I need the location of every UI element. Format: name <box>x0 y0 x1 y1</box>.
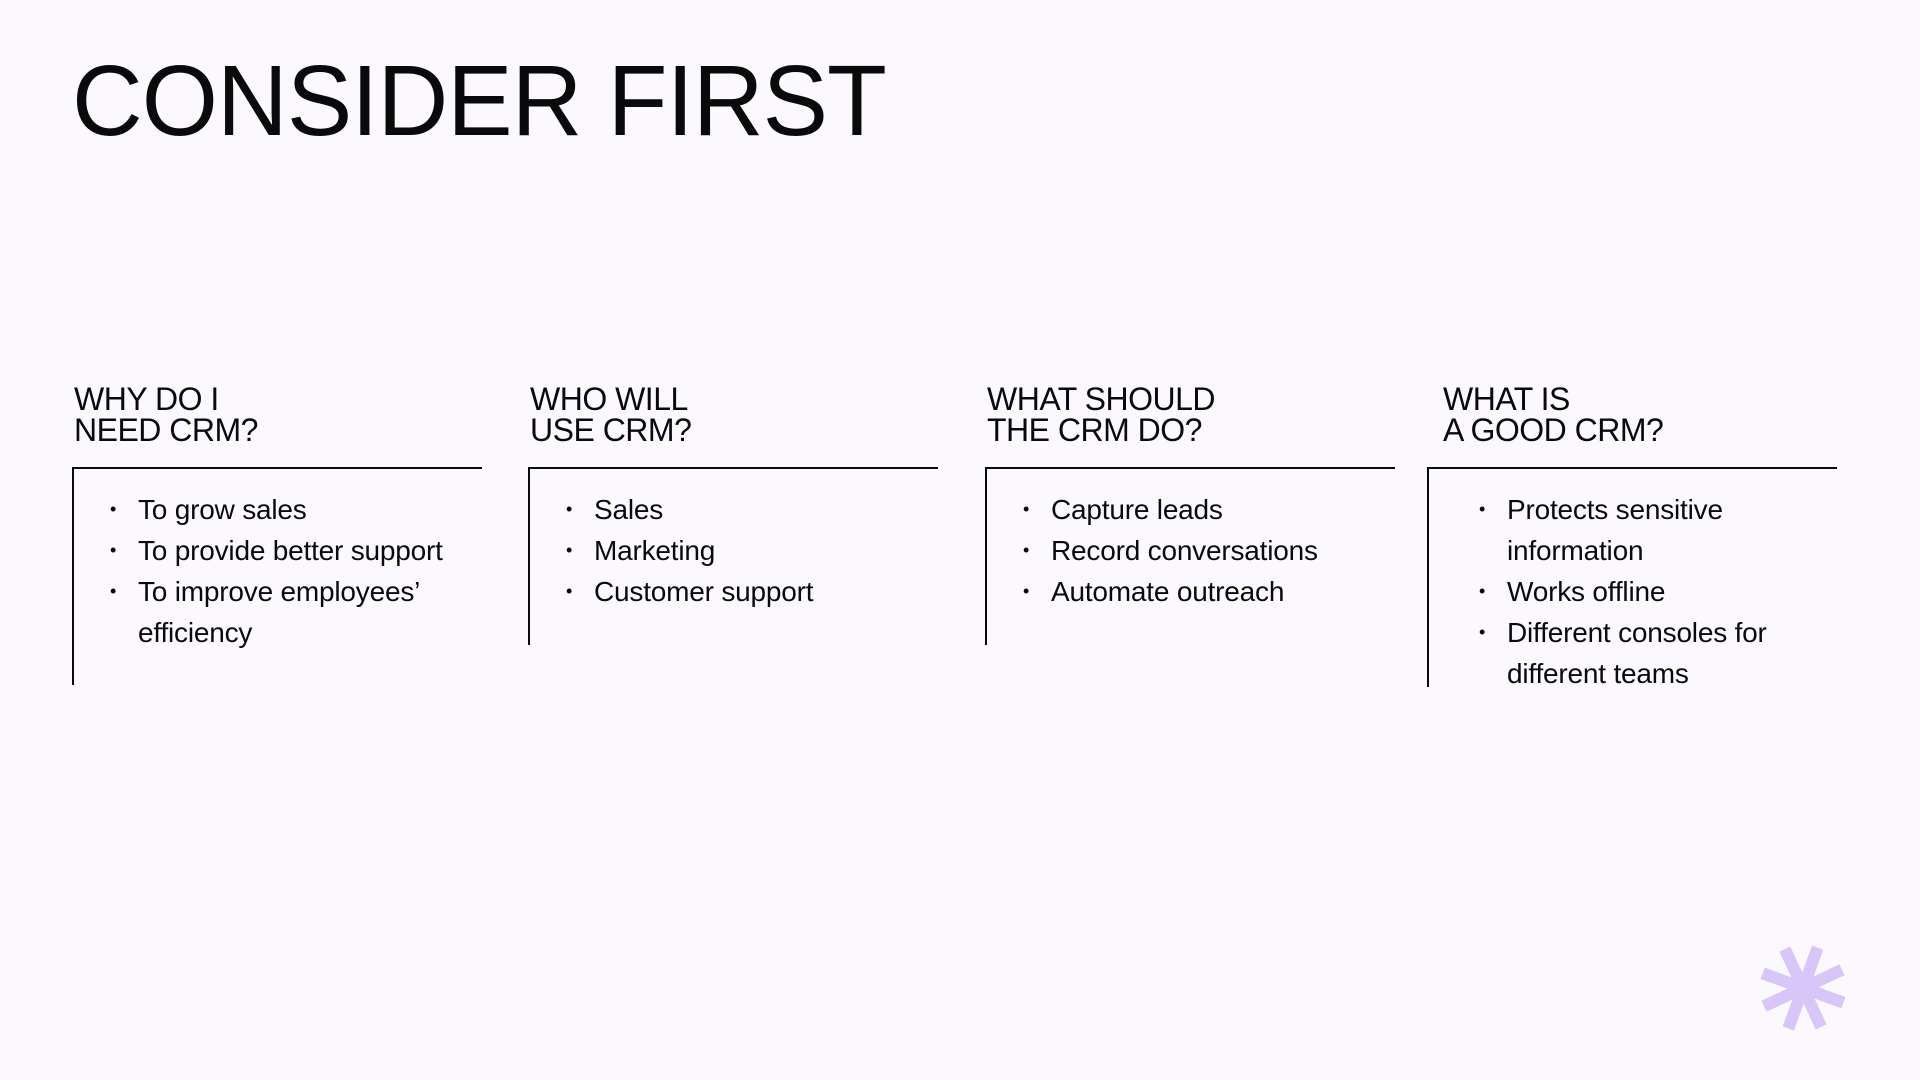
asterisk-icon <box>1760 945 1846 1031</box>
column-box: Capture leads Record conversations Autom… <box>985 467 1395 645</box>
column-heading: WHAT IS A GOOD CRM? <box>1443 381 1664 448</box>
column-box: Sales Marketing Customer support <box>528 467 938 645</box>
list-item: Automate outreach <box>1023 571 1381 612</box>
list-item: Customer support <box>566 571 924 612</box>
bullet-list: Capture leads Record conversations Autom… <box>987 489 1395 612</box>
column-heading: WHAT SHOULD THE CRM DO? <box>987 381 1216 448</box>
list-item: Record conversations <box>1023 530 1381 571</box>
bullet-list: To grow sales To provide better support … <box>74 489 482 653</box>
list-item: Protects sensitive information <box>1479 489 1837 571</box>
list-item: To improve employees’ efficiency <box>110 571 468 653</box>
list-item: To grow sales <box>110 489 468 530</box>
list-item: To provide better support <box>110 530 468 571</box>
column-heading: WHY DO I NEED CRM? <box>74 381 258 448</box>
list-item: Capture leads <box>1023 489 1381 530</box>
column-good-crm: WHAT IS A GOOD CRM? Protects sensitive i… <box>1427 381 1837 689</box>
list-item: Works offline <box>1479 571 1837 612</box>
column-heading: WHO WILL USE CRM? <box>530 381 692 448</box>
column-box: To grow sales To provide better support … <box>72 467 482 685</box>
bullet-list: Sales Marketing Customer support <box>530 489 938 612</box>
bullet-list: Protects sensitive information Works off… <box>1429 489 1837 694</box>
column-what-should-do: WHAT SHOULD THE CRM DO? Capture leads Re… <box>985 381 1395 645</box>
slide-title: CONSIDER FIRST <box>72 45 887 157</box>
column-why-crm: WHY DO I NEED CRM? To grow sales To prov… <box>72 381 482 685</box>
list-item: Sales <box>566 489 924 530</box>
list-item: Different consoles for different teams <box>1479 612 1837 694</box>
column-box: Protects sensitive information Works off… <box>1427 467 1837 689</box>
column-who-uses: WHO WILL USE CRM? Sales Marketing Custom… <box>528 381 938 645</box>
list-item: Marketing <box>566 530 924 571</box>
